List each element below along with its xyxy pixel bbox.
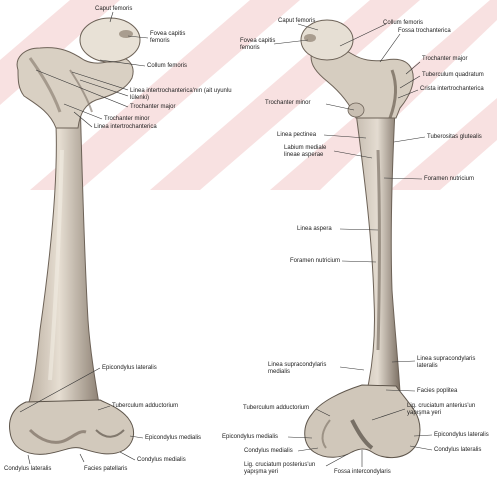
label-condylus-lateralis-posterior: Condylus lateralis [434,447,481,454]
anterior-femur [10,18,140,454]
label-tuberositas-glutealis: Tuberositas glutealis [427,134,482,141]
label-lig-cruciatum-posterius: Lig. cruciatum posterius'un yapışma yeri [244,462,328,476]
label-facies-poplitea: Facies poplitea [417,388,457,395]
label-condylus-lateralis-anterior: Condylus lateralis [4,466,51,473]
label-fovea-capitis-posterior: Fovea capitis femoris [240,38,280,52]
label-linea-intertrochanterica-anterior: Linea intertrochanterica [94,124,157,131]
label-crista-intertrochanterica: Crista intertrochanterica [420,86,484,93]
label-foramen-nutricium-upper: Foramen nutricium [424,176,474,183]
label-linea-intertrochanterica-yapisma: Linea intertrochanterica'nın (ait uyunlu… [130,88,252,102]
label-collum-femoris-anterior: Collum femoris [147,63,187,70]
label-fossa-intercondylaris: Fossa intercondylaris [334,469,391,476]
label-trochanter-major-posterior: Trochanter major [422,56,467,63]
label-caput-femoris-posterior: Caput femoris [278,18,315,25]
label-trochanter-minor-posterior: Trochanter minor [265,100,310,107]
label-condylus-medialis-posterior: Condylus medialis [244,448,293,455]
label-condylus-medialis-anterior: Condylus medialis [137,457,186,464]
label-linea-aspera: Linea aspera [297,226,332,233]
label-epicondylus-lateralis-anterior: Epicondylus lateralis [102,365,157,372]
label-foramen-nutricium-lower: Foramen nutricium [290,258,340,265]
label-epicondylus-medialis-anterior: Epicondylus medialis [145,435,201,442]
label-tuberculum-adductorium-posterior: Tuberculum adductorium [243,405,309,412]
label-trochanter-minor-anterior: Trochanter minor [104,116,149,123]
label-epicondylus-lateralis-posterior: Epicondylus lateralis [434,432,489,439]
label-facies-patellaris: Facies patellaris [84,466,127,473]
label-caput-femoris-anterior: Caput femoris [95,6,132,13]
label-linea-pectinea: Linea pectinea [277,132,316,139]
label-fovea-capitis-anterior: Fovea capitis femoris [150,31,200,45]
label-collum-femoris-posterior: Collum femoris [383,20,423,27]
label-linea-supracondylaris-lateralis: Linea supracondylaris lateralis [417,356,493,370]
label-tuberculum-adductorium-anterior: Tuberculum adductorium [112,403,178,410]
label-epicondylus-medialis-posterior: Epicondylus medialis [222,434,278,441]
label-tuberculum-quadratum: Tuberculum quadratum [422,72,484,79]
label-lig-cruciatum-anterius: Lig. cruciatum anterius'un yapışma yeri [407,403,493,417]
label-labium-mediale: Labium mediale lineae asperae [284,145,332,159]
label-fossa-trochanterica: Fossa trochanterica [398,28,451,35]
label-linea-supracondylaris-medialis: Linea supracondylaris medialis [268,362,340,376]
label-trochanter-major-anterior: Trochanter major [130,104,175,111]
